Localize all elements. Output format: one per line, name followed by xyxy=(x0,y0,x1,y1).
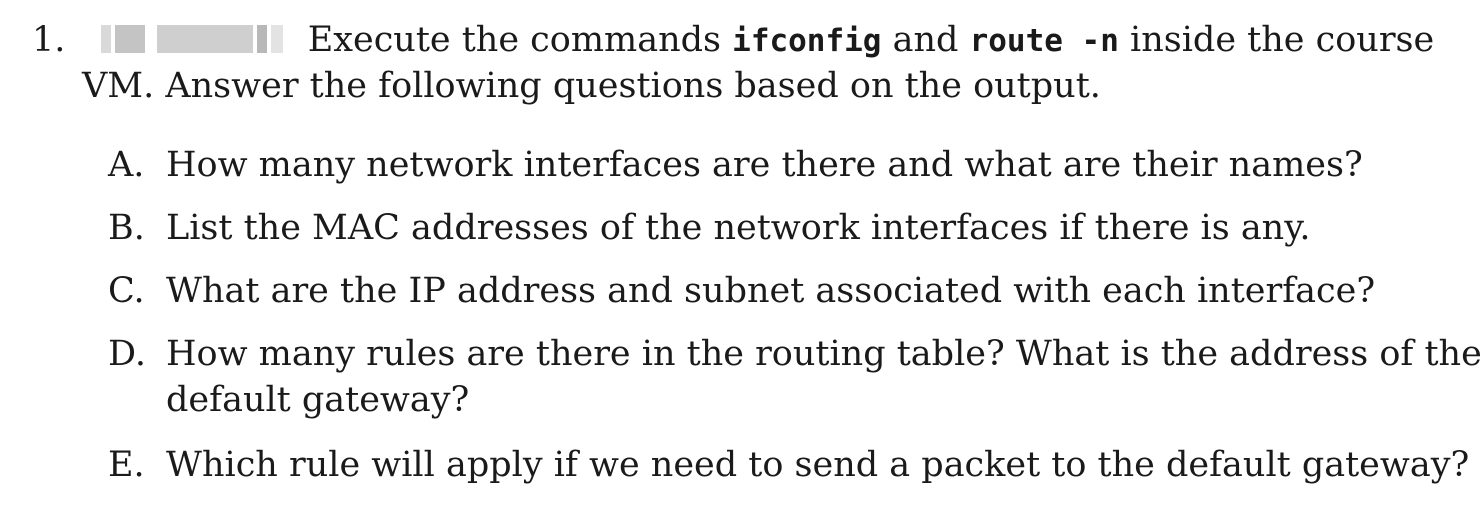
question-intro-and: and xyxy=(892,20,959,60)
subquestion-text: Which rule will apply if we need to send… xyxy=(166,445,1470,485)
subquestion-letter: B. xyxy=(108,208,145,248)
subquestion-text: How many network interfaces are there an… xyxy=(166,145,1363,185)
question-intro-part2: inside the course xyxy=(1130,20,1435,60)
subquestion-text: List the MAC addresses of the network in… xyxy=(166,208,1311,248)
command-ifconfig: ifconfig xyxy=(732,23,882,59)
subquestion-letter: A. xyxy=(108,145,145,185)
redacted-points-label xyxy=(97,24,283,53)
question-line-2: VM. Answer the following questions based… xyxy=(82,66,1101,106)
question-intro-part1: Execute the commands xyxy=(307,20,722,60)
question-number: 1. xyxy=(32,20,66,60)
question-header-line: 1. Execute the commands ifconfig and rou… xyxy=(32,20,1434,61)
subquestion-letter: E. xyxy=(108,445,145,485)
subquestion-letter: C. xyxy=(108,271,145,311)
subquestion-text: What are the IP address and subnet assoc… xyxy=(166,271,1376,311)
subquestion-text-continued: default gateway? xyxy=(166,380,470,420)
command-route: route -n xyxy=(969,23,1119,59)
subquestion-text: How many rules are there in the routing … xyxy=(166,334,1482,374)
subquestion-letter: D. xyxy=(108,334,146,374)
